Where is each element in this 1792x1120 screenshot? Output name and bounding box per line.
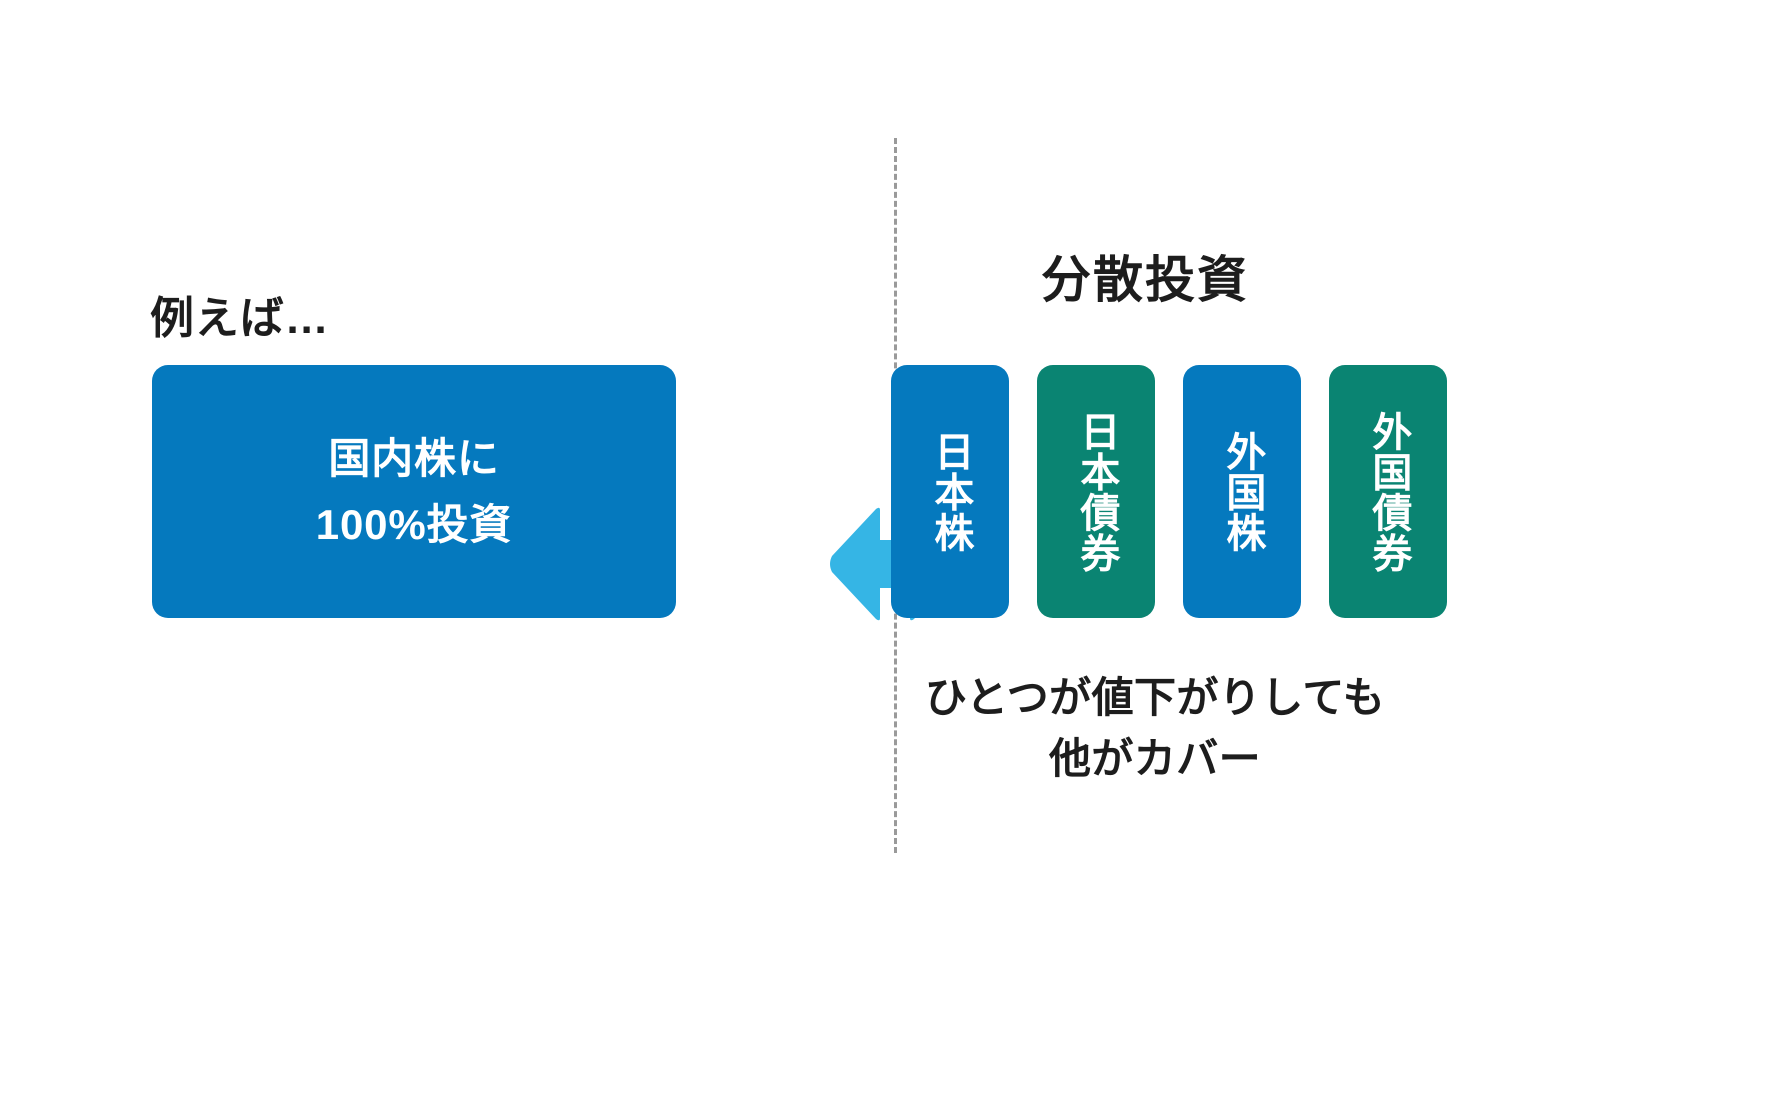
asset-column-foreign-stocks: 外国株 [1183, 365, 1301, 618]
asset-column-label: 外国債券 [1366, 410, 1411, 573]
asset-column-label: 日本債券 [1074, 410, 1119, 573]
diversification-caption-line-1: ひとつが値下がりしても [924, 674, 1386, 721]
concentrated-investment-line-2: 100%投資 [315, 500, 513, 548]
asset-column-japan-stocks: 日本株 [891, 365, 1009, 618]
concentrated-investment-text: 国内株に 100%投資 [316, 426, 512, 556]
concentrated-investment-line-1: 国内株に [328, 435, 500, 483]
asset-class-column-group: 日本株 日本債券 外国株 外国債券 [891, 365, 1447, 618]
diversification-caption: ひとつが値下がりしても 他がカバー [885, 668, 1425, 790]
diversification-caption-line-2: 他がカバー [1048, 734, 1262, 782]
asset-column-label: 日本株 [928, 430, 973, 553]
asset-column-label: 外国株 [1220, 430, 1265, 553]
left-intro-label: 例えば… [150, 294, 330, 343]
asset-column-foreign-bonds: 外国債券 [1329, 365, 1447, 618]
concentrated-investment-box: 国内株に 100%投資 [152, 365, 676, 618]
diversification-title: 分散投資 [1041, 252, 1249, 308]
asset-column-japan-bonds: 日本債券 [1037, 365, 1155, 618]
